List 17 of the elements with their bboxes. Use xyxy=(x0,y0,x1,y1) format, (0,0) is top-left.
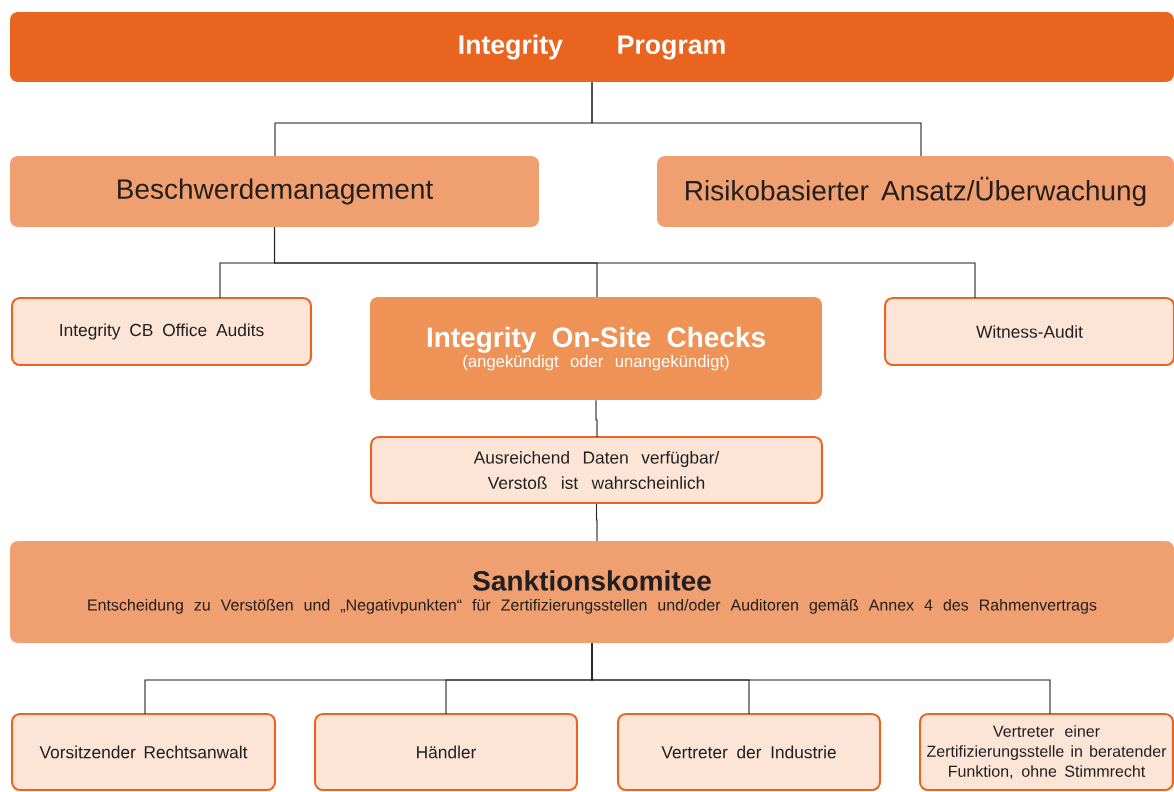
connector-line xyxy=(595,399,598,438)
process-box: Vertreter einer Zertifizierungsstelle in beratender Funktion, ohne Stimmrecht xyxy=(918,712,1174,792)
committee-box: Sanktionskomitee Entscheidung zu Verstößen und „Negativpunkten“ für Zertifizierungsstellen und/oder Auditoren gemäß Annex 4 des Rahmenvertrags xyxy=(10,541,1174,643)
process-box: Witness-Audit xyxy=(883,296,1174,367)
process-box: Vorsitzender Rechtsanwalt xyxy=(10,712,277,792)
connector-line xyxy=(591,642,1051,715)
process-box: Vertreter der Industrie xyxy=(616,712,882,792)
connector-line xyxy=(273,226,976,299)
category-box: Risikobasierter Ansatz/Überwachung xyxy=(657,156,1174,227)
process-box: Integrity On-Site Checks (angekündigt oder unangekündigt) xyxy=(370,297,822,400)
process-box: Händler xyxy=(313,712,579,792)
process-box: Integrity CB Office Audits xyxy=(10,296,313,367)
process-box: Ausreichend Daten verfügbar/ Verstoß ist wahrscheinlich xyxy=(369,435,824,505)
connector-line xyxy=(595,503,598,542)
title-bar: Integrity Program xyxy=(10,12,1174,82)
connector-line xyxy=(591,81,922,157)
category-box: Beschwerdemanagement xyxy=(10,156,539,227)
